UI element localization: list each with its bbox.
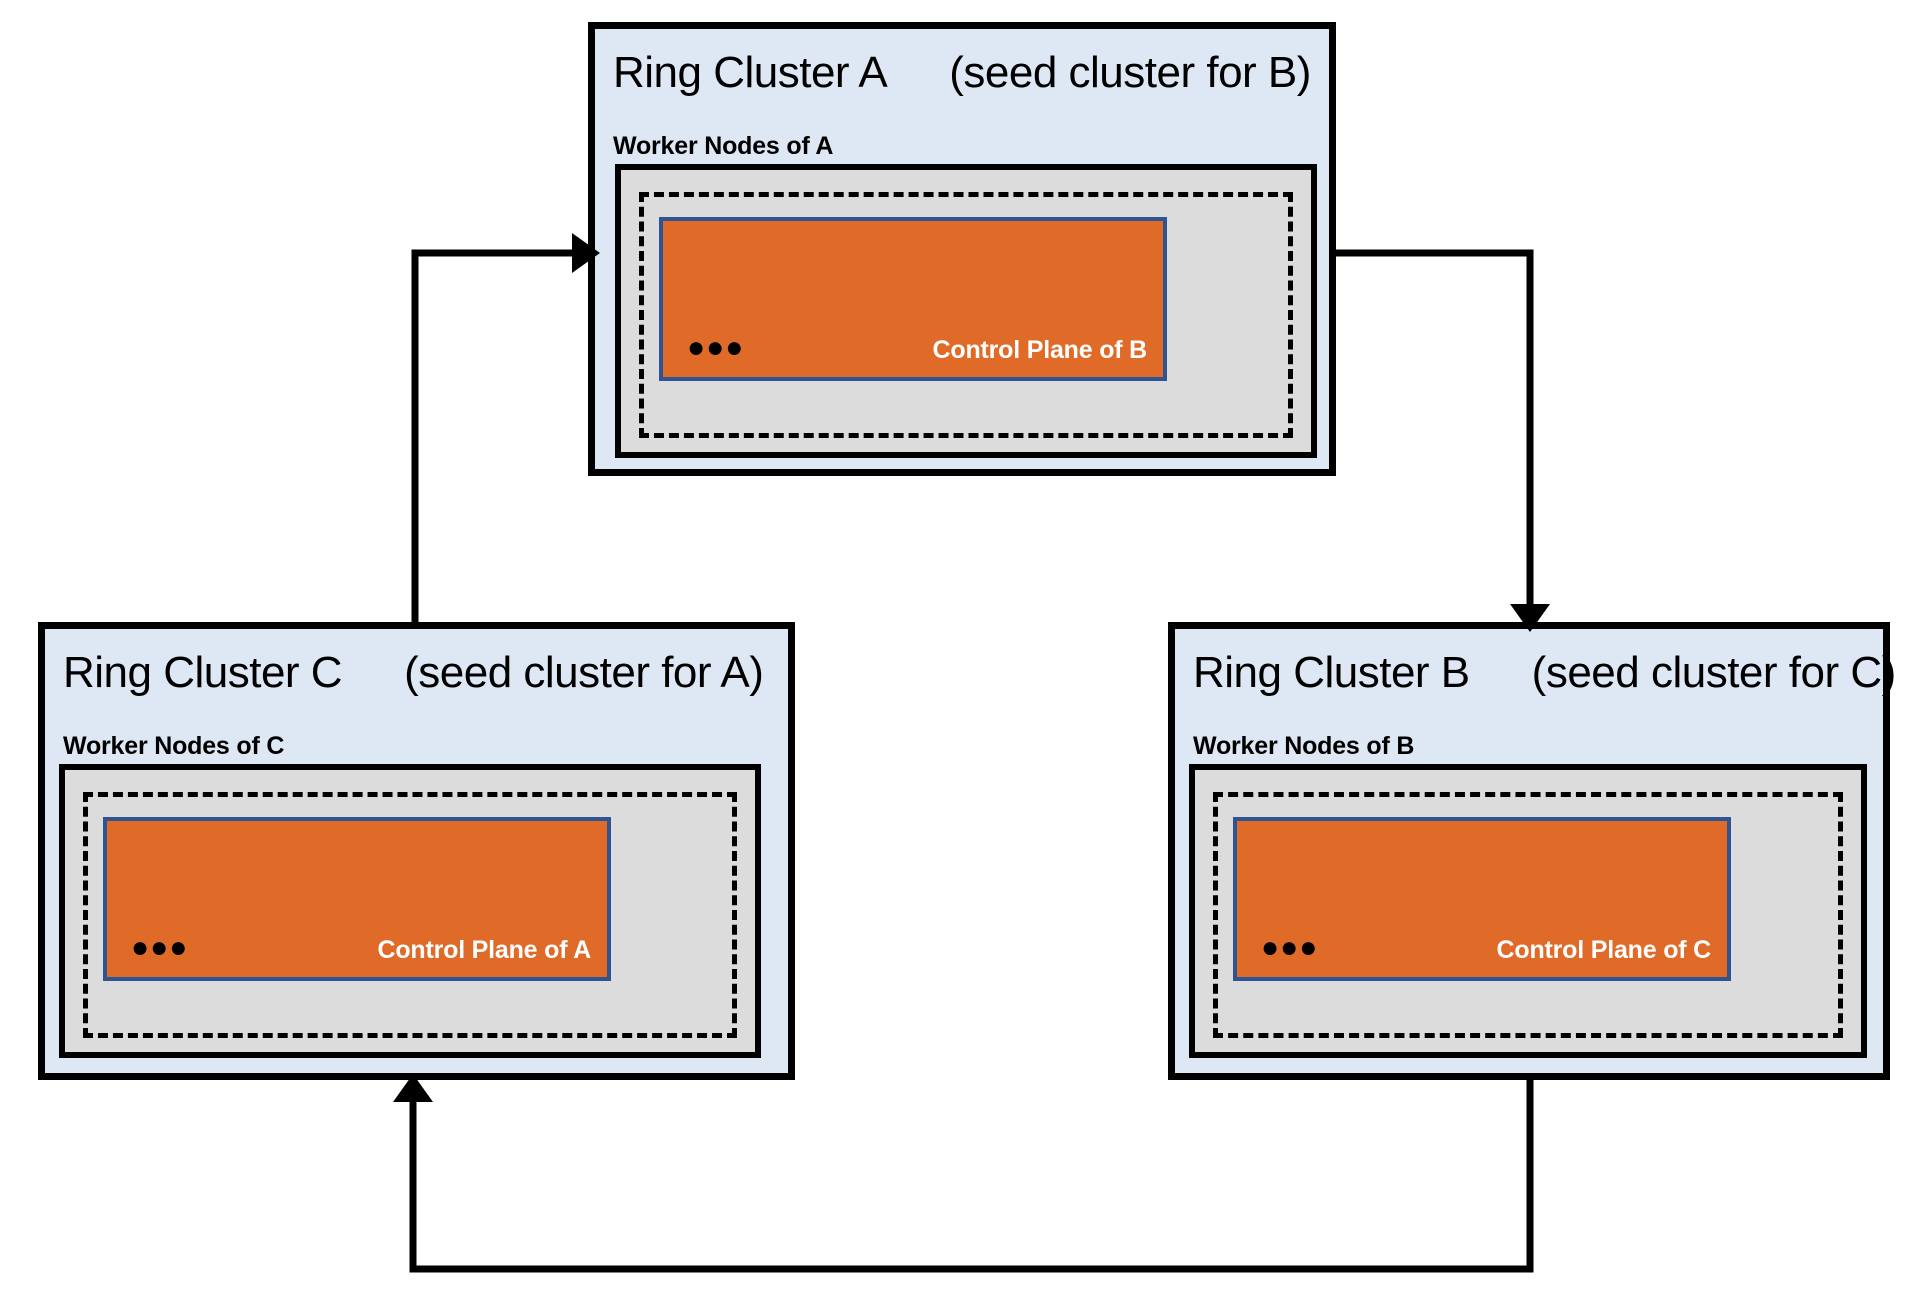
cluster-a-worker-label: Worker Nodes of A [613, 132, 834, 160]
worker-node-dashed-box-b: ●●● Control Plane of C [1213, 792, 1843, 1038]
control-plane-ellipsis-icon: ●●● [1261, 931, 1319, 964]
cluster-b-title-main: Ring Cluster B [1193, 648, 1470, 697]
worker-node-dashed-box-a: ●●● Control Plane of B [639, 192, 1293, 438]
cluster-b-worker-label: Worker Nodes of B [1193, 732, 1415, 760]
worker-nodes-box-c[interactable]: ●●● Control Plane of A [59, 764, 761, 1058]
control-plane-label-b: Control Plane of B [932, 336, 1148, 364]
cluster-a-title: Ring Cluster A (seed cluster for B) [613, 51, 1311, 95]
cluster-c-worker-label: Worker Nodes of C [63, 732, 285, 760]
cluster-b-title: Ring Cluster B (seed cluster for C) [1193, 651, 1896, 695]
cluster-c-title-sub: (seed cluster for A) [404, 648, 764, 697]
control-plane-box-a-in-c[interactable]: ●●● Control Plane of A [103, 817, 611, 981]
cluster-a-title-sub: (seed cluster for B) [949, 48, 1311, 97]
worker-nodes-box-b[interactable]: ●●● Control Plane of C [1189, 764, 1867, 1058]
cluster-box-a[interactable]: Ring Cluster A (seed cluster for B) Worke… [588, 22, 1336, 476]
cluster-box-b[interactable]: Ring Cluster B (seed cluster for C) Worke… [1168, 622, 1896, 1080]
cluster-b-title-sub: (seed cluster for C) [1531, 648, 1897, 697]
control-plane-box-b-in-a[interactable]: ●●● Control Plane of B [659, 217, 1167, 381]
control-plane-label-a: Control Plane of A [377, 936, 591, 964]
worker-node-dashed-box-c: ●●● Control Plane of A [83, 792, 737, 1038]
arrow-b-to-c [393, 1074, 1534, 1273]
cluster-box-c[interactable]: Ring Cluster C (seed cluster for A) Worke… [38, 622, 795, 1080]
control-plane-label-c: Control Plane of C [1496, 936, 1712, 964]
cluster-a-title-main: Ring Cluster A [613, 48, 888, 97]
cluster-c-title-main: Ring Cluster C [63, 648, 343, 697]
worker-nodes-box-a[interactable]: ●●● Control Plane of B [615, 164, 1317, 458]
arrow-c-to-a [411, 233, 600, 625]
control-plane-ellipsis-icon: ●●● [687, 331, 745, 364]
arrow-a-to-b [1336, 249, 1550, 632]
control-plane-ellipsis-icon: ●●● [131, 931, 189, 964]
cluster-c-title: Ring Cluster C (seed cluster for A) [63, 648, 764, 697]
control-plane-box-c-in-b[interactable]: ●●● Control Plane of C [1233, 817, 1731, 981]
